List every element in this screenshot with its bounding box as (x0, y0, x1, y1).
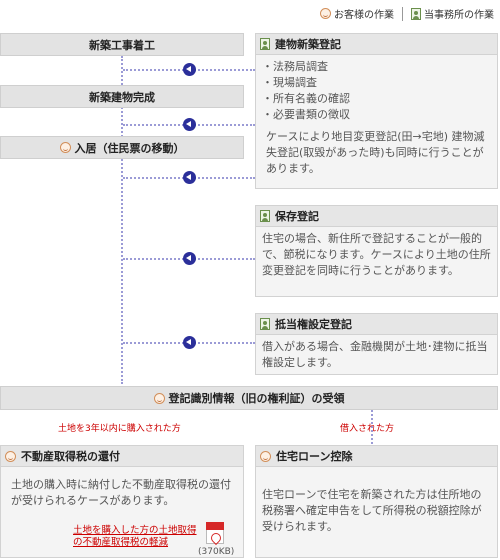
preservation-registration-title: 保存登記 (275, 210, 319, 223)
mortgage-registration-header: 抵当権設定登記 (256, 314, 497, 335)
tax-refund-header: 不動産取得税の還付 (1, 446, 243, 467)
legend-client: お客様の作業 (320, 6, 394, 21)
building-registration-header: 建物新築登記 (256, 34, 497, 55)
legend-divider (402, 6, 403, 21)
tax-reduction-link-line1: 土地を購入した方の土地取得 (73, 525, 197, 536)
right-branch-line (371, 410, 373, 444)
building-registration-note: ケースにより地目変更登記(田→宅地) 建物滅失登記(取毀があった時)も同時に行う… (266, 130, 485, 175)
client-face-icon (260, 450, 271, 462)
mortgage-registration-box: 抵当権設定登記 借入がある場合、金融機関が土地･建物に抵当権設定します。 (255, 313, 498, 375)
arrow-left-icon (183, 171, 196, 184)
pdf-file-size: (370KB) (198, 547, 235, 557)
building-registration-body: 法務局調査 現場調査 所有名義の確認 必要書類の徴収 ケースにより地目変更登記(… (256, 55, 497, 181)
preservation-registration-header: 保存登記 (256, 206, 497, 227)
building-registration-title: 建物新築登記 (275, 38, 341, 51)
legend-office: 当事務所の作業 (411, 6, 494, 21)
step-construction-complete-label: 新築建物完成 (89, 90, 155, 104)
office-person-icon (260, 210, 270, 222)
step-construction-complete: 新築建物完成 (0, 85, 244, 108)
preservation-registration-text: 住宅の場合、新住所で登記することが一般的で、節税になります。ケースにより土地の住… (262, 232, 491, 277)
loan-deduction-text: 住宅ローンで住宅を新築された方は住所地の税務署へ確定申告をして所得税の税額控除が… (262, 488, 482, 533)
client-face-icon (5, 450, 16, 462)
tax-refund-text: 土地の購入時に納付した不動産取得税の還付が受けられるケースがあります。 (11, 478, 231, 507)
list-item: 所有名義の確認 (262, 91, 491, 107)
branch-note-right: 借入された方 (340, 424, 395, 434)
mortgage-registration-text: 借入がある場合、金融機関が土地･建物に抵当権設定します。 (262, 340, 488, 369)
list-item: 必要書類の徴収 (262, 107, 491, 123)
office-person-icon (411, 7, 421, 20)
tax-refund-box: 不動産取得税の還付 土地の購入時に納付した不動産取得税の還付が受けられるケースが… (0, 445, 244, 558)
arrow-left-icon (183, 118, 196, 131)
step-move-in: 入居（住民票の移動） (0, 136, 244, 159)
loan-deduction-box: 住宅ローン控除 住宅ローンで住宅を新築された方は住所地の税務署へ確定申告をして所… (255, 445, 498, 558)
preservation-registration-box: 保存登記 住宅の場合、新住所で登記することが一般的で、節税になります。ケースによ… (255, 205, 498, 297)
certificate-receipt-bar: 登記識別情報（旧の権利証）の受領 (0, 386, 498, 410)
arrow-left-icon (183, 252, 196, 265)
pdf-file-icon[interactable] (206, 522, 224, 544)
left-timeline-line (121, 56, 123, 384)
loan-deduction-title: 住宅ローン控除 (276, 450, 353, 463)
list-item: 現場調査 (262, 75, 491, 91)
building-registration-box: 建物新築登記 法務局調査 現場調査 所有名義の確認 必要書類の徴収 ケースにより… (255, 33, 498, 189)
step-move-in-label: 入居（住民票の移動） (74, 141, 185, 155)
legend-client-label: お客様の作業 (334, 10, 394, 21)
arrow-left-icon (183, 336, 196, 349)
tax-refund-title: 不動産取得税の還付 (21, 450, 120, 463)
client-face-icon (320, 8, 331, 19)
step-construction-start: 新築工事着工 (0, 33, 244, 56)
mortgage-registration-title: 抵当権設定登記 (275, 318, 352, 331)
list-item: 法務局調査 (262, 59, 491, 75)
certificate-receipt-title: 登記識別情報（旧の権利証）の受領 (168, 392, 345, 405)
legend-office-label: 当事務所の作業 (424, 10, 494, 21)
branch-note-left: 土地を3年以内に購入された方 (58, 424, 181, 434)
legend: お客様の作業 当事務所の作業 (320, 6, 494, 21)
office-person-icon (260, 318, 270, 330)
tax-reduction-link-line2: の不動産取得税の軽減 (73, 537, 169, 548)
client-face-icon (153, 392, 165, 404)
loan-deduction-header: 住宅ローン控除 (256, 446, 497, 467)
arrow-left-icon (183, 63, 196, 76)
office-person-icon (260, 38, 270, 50)
client-face-icon (59, 142, 71, 153)
step-construction-start-label: 新築工事着工 (89, 38, 155, 52)
tax-reduction-pdf-link[interactable]: 土地を購入した方の土地取得 の不動産取得税の軽減 (73, 525, 197, 549)
building-registration-list: 法務局調査 現場調査 所有名義の確認 必要書類の徴収 (262, 59, 491, 123)
